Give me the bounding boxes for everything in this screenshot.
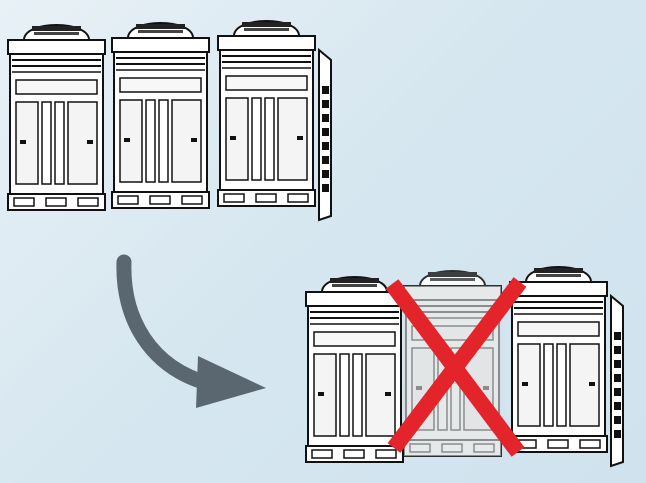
outdoor-ac-unit-icon [8, 25, 105, 210]
outdoor-ac-unit-icon [510, 267, 607, 452]
unit-side-panel [319, 50, 331, 220]
curved-arrow-icon [124, 262, 266, 408]
outdoor-ac-unit-icon [112, 23, 209, 208]
outdoor-ac-unit-icon [218, 21, 315, 206]
outdoor-ac-unit-icon [306, 277, 403, 462]
top-unit-group [8, 21, 331, 220]
unit-side-panel [611, 296, 623, 466]
